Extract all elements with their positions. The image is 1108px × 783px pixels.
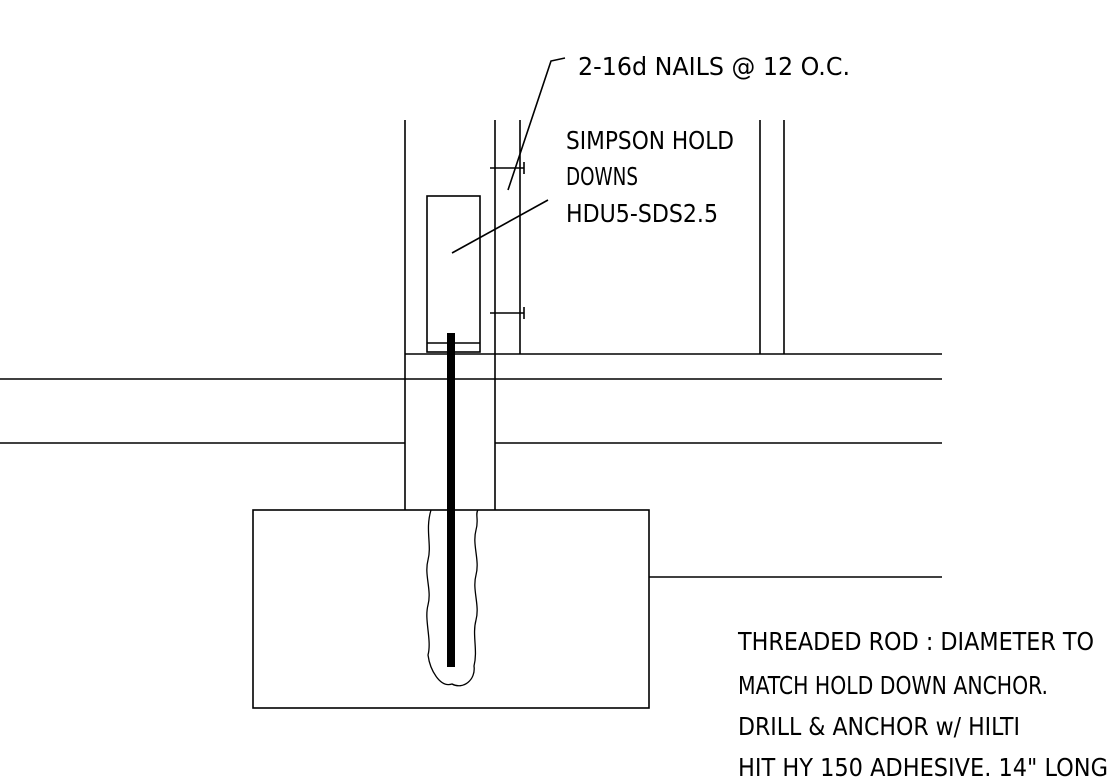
sill-plate [0,353,942,380]
holddown-label-line2: DOWNS [566,162,638,191]
nails [490,162,525,319]
drilled-hole [426,509,479,687]
rod-label-line1: THREADED ROD : DIAMETER TO [737,627,1094,656]
wall-studs [404,120,785,354]
rod-label-line3: DRILL & ANCHOR w/ HILTI [738,712,1020,741]
nails-label: 2-16d NAILS @ 12 O.C. [578,52,850,81]
holddown-leader [451,199,549,254]
rod-label-line2: MATCH HOLD DOWN ANCHOR. [738,671,1048,700]
hold-down-bracket [426,195,481,353]
holddown-label-line3: HDU5-SDS2.5 [566,199,718,228]
nails-leader [507,57,566,191]
holddown-label-line1: SIMPSON HOLD [566,126,734,155]
rod-label-line4: HIT HY 150 ADHESIVE. 14" LONG [738,753,1108,782]
stem-wall [0,354,942,510]
